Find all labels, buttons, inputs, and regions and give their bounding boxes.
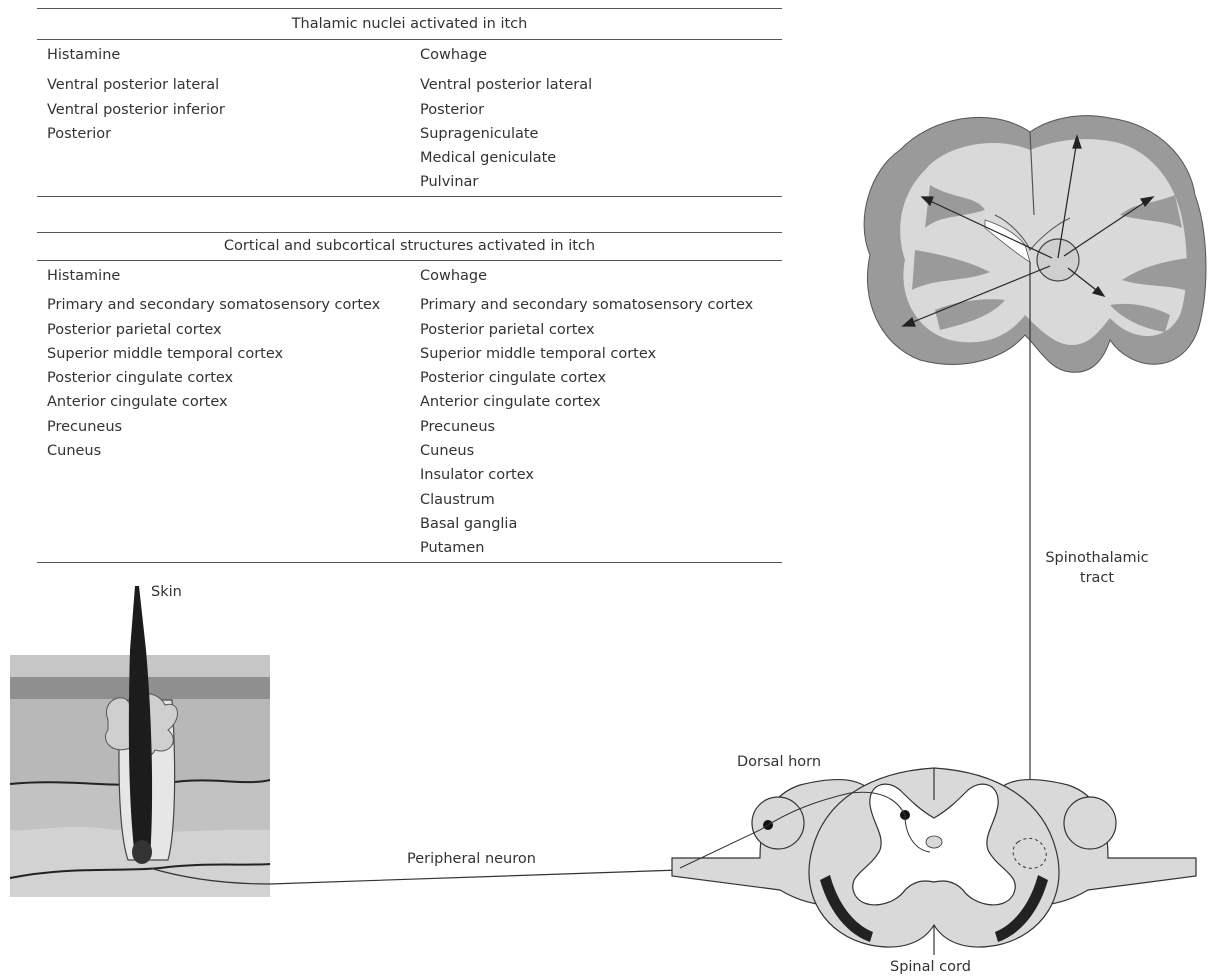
list-item: Posterior parietal cortex (47, 318, 380, 342)
column-header: Histamine (47, 264, 380, 288)
table-top-rule (37, 232, 782, 233)
list-item: Insulator cortex (420, 463, 753, 487)
cowhage-column: Cowhage Ventral posterior lateral Poster… (420, 43, 592, 195)
spinal-cord-section (672, 768, 1196, 955)
table-bottom-rule (37, 562, 782, 563)
cortical-structures-table: Cortical and subcortical structures acti… (37, 232, 782, 564)
list-item: Posterior cingulate cortex (47, 366, 380, 390)
table-header-rule (37, 39, 782, 40)
list-item: Superior middle temporal cortex (420, 342, 753, 366)
spinothalamic-label-line2: tract (1040, 568, 1154, 588)
cowhage-column: Cowhage Primary and secondary somatosens… (420, 264, 753, 561)
table-title: Cortical and subcortical structures acti… (37, 238, 782, 254)
list-item: Ventral posterior lateral (420, 73, 592, 97)
list-item: Posterior parietal cortex (420, 318, 753, 342)
table-header-rule (37, 260, 782, 261)
spinothalamic-tract-label: Spinothalamic tract (1040, 548, 1154, 588)
list-item: Primary and secondary somatosensory cort… (47, 293, 380, 317)
list-item: Posterior cingulate cortex (420, 366, 753, 390)
list-item: Precuneus (420, 415, 753, 439)
list-item: Anterior cingulate cortex (420, 390, 753, 414)
skin-label: Skin (151, 582, 182, 602)
spinothalamic-label-line1: Spinothalamic (1040, 548, 1154, 568)
thalamic-nuclei-table: Thalamic nuclei activated in itch Histam… (37, 8, 782, 198)
column-header: Cowhage (420, 264, 753, 288)
list-item: Basal ganglia (420, 512, 753, 536)
list-item: Claustrum (420, 488, 753, 512)
table-bottom-rule (37, 196, 782, 197)
list-item: Ventral posterior lateral (47, 73, 225, 97)
table-title: Thalamic nuclei activated in itch (37, 16, 782, 32)
list-item: Anterior cingulate cortex (47, 390, 380, 414)
list-item: Medical geniculate (420, 146, 592, 170)
list-item: Ventral posterior inferior (47, 98, 225, 122)
peripheral-neuron-label: Peripheral neuron (407, 849, 536, 869)
spinal-cord-label: Spinal cord (890, 957, 971, 977)
list-item: Cuneus (420, 439, 753, 463)
list-item: Putamen (420, 536, 753, 560)
table-top-rule (37, 8, 782, 9)
list-item: Posterior (420, 98, 592, 122)
list-item: Superior middle temporal cortex (47, 342, 380, 366)
list-item: Precuneus (47, 415, 380, 439)
brain-coronal-section (864, 116, 1206, 373)
list-item: Posterior (47, 122, 225, 146)
column-header: Histamine (47, 43, 225, 67)
histamine-column: Histamine Ventral posterior lateral Vent… (47, 43, 225, 146)
list-item: Cuneus (47, 439, 380, 463)
list-item: Suprageniculate (420, 122, 592, 146)
dorsal-horn-label: Dorsal horn (737, 752, 821, 772)
skin-illustration (10, 586, 680, 897)
list-item: Primary and secondary somatosensory cort… (420, 293, 753, 317)
column-header: Cowhage (420, 43, 592, 67)
list-item: Pulvinar (420, 170, 592, 194)
histamine-column: Histamine Primary and secondary somatose… (47, 264, 380, 463)
